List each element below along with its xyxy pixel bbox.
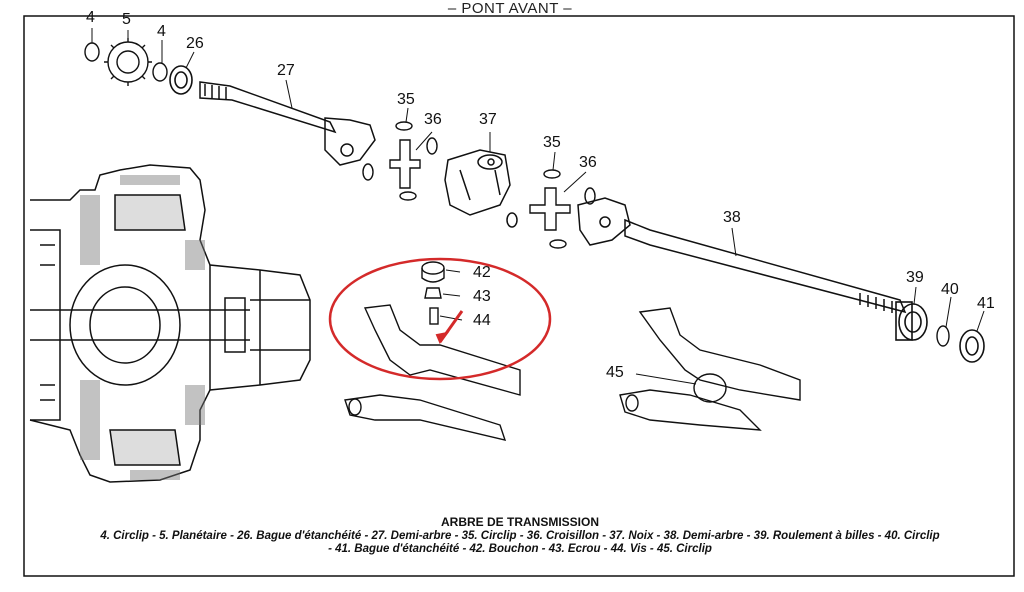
housing-stipple [80,175,205,480]
differential-housing [29,164,311,483]
bearing-39 [895,301,928,341]
label-41: 41 [977,295,995,312]
highlight-annotation [328,257,552,381]
label-26: 26 [186,35,204,52]
yoke-37 [444,149,518,228]
label-35a: 35 [397,91,415,108]
label-4a: 4 [86,9,95,26]
half-shaft-27 [199,81,376,166]
leader-lines [91,28,985,385]
diagram-caption: ARBRE DE TRANSMISSION 4. Circlip - 5. Pl… [40,515,1000,557]
joint-parts-1 [362,121,438,201]
label-35b: 35 [543,134,561,151]
half-shaft-38 [577,197,907,314]
label-4b: 4 [157,23,166,40]
header-title: – PONT AVANT – [447,0,573,17]
label-45: 45 [606,364,624,381]
circlips-4 [84,42,168,82]
detail-circlip-assembly [619,307,801,431]
joint-parts-2 [529,169,596,249]
seal-41 [959,329,985,363]
label-42: 42 [473,264,491,281]
label-44: 44 [473,312,491,329]
diagram-frame [23,15,1015,577]
label-39: 39 [906,269,924,286]
detail-screw-assembly [344,261,521,441]
caption-line-1: 4. Circlip - 5. Planétaire - 26. Bague d… [100,529,940,542]
seal-26 [169,65,193,95]
circlip-40 [936,325,950,347]
label-40: 40 [941,281,959,298]
label-37: 37 [479,111,497,128]
label-27: 27 [277,62,295,79]
label-36a: 36 [424,111,442,128]
caption-line-2: - 41. Bague d'étanchéité - 42. Bouchon -… [328,543,712,555]
caption-title: ARBRE DE TRANSMISSION [440,515,599,529]
label-43: 43 [473,288,491,305]
planetary-gear-5 [104,38,152,86]
label-5: 5 [122,11,131,28]
highlight-circle [328,257,552,381]
label-36b: 36 [579,154,597,171]
label-38: 38 [723,209,741,226]
